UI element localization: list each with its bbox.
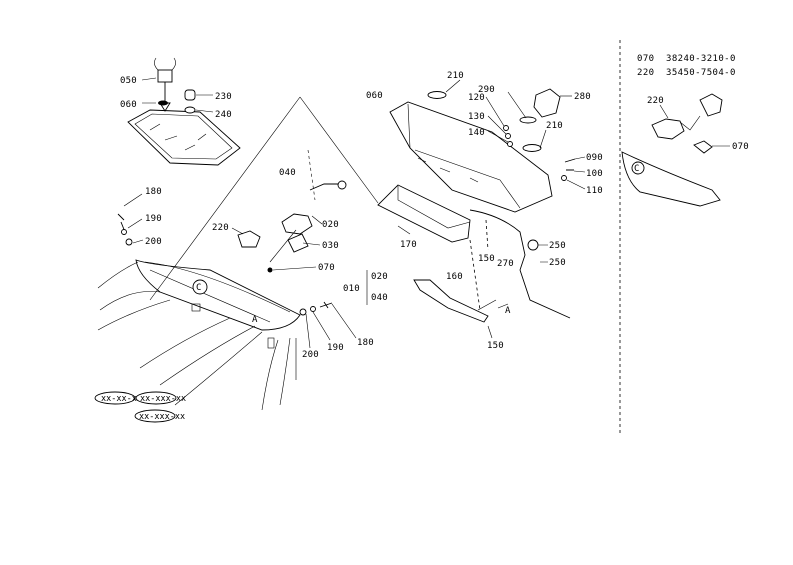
callout-230: 230 <box>215 92 232 102</box>
callout-270: 270 <box>497 259 514 269</box>
legend-partno-2: 35450-7504-0 <box>666 68 736 78</box>
inset-switch <box>699 93 723 117</box>
cable-250 <box>519 269 571 319</box>
callout-210-a: 210 <box>447 71 464 81</box>
upper-panel-group: 060 210 290 280 120 130 140 210 090 100 … <box>366 71 603 351</box>
callout-060-b: 060 <box>366 91 383 101</box>
switch-body <box>157 69 173 83</box>
callout-190-right: 190 <box>327 343 344 353</box>
legend-partno-1: 38240-3210-0 <box>666 54 736 64</box>
nut-200-left <box>125 238 133 246</box>
legend-ref-1: 070 <box>637 54 654 64</box>
callout-200-right: 200 <box>302 350 319 360</box>
small-panel <box>127 109 241 166</box>
decal-3 <box>134 409 176 423</box>
inset-screw-070 <box>693 140 713 154</box>
callout-190-left: 190 <box>145 214 162 224</box>
callout-a-left: A <box>252 315 258 325</box>
meter-280 <box>533 88 561 118</box>
callout-220-b: 220 <box>647 96 664 106</box>
callout-130: 130 <box>468 112 485 122</box>
key-switch-hole <box>192 279 208 295</box>
callout-150-a: 150 <box>478 254 495 264</box>
washer-210-b <box>522 144 542 152</box>
callout-040-sub: 040 <box>371 293 388 303</box>
callout-a-right: A <box>505 306 511 316</box>
parts-legend: 070 38240-3210-0 220 35450-7504-0 <box>637 54 736 78</box>
washer-240 <box>184 106 196 114</box>
bracket-170 <box>377 184 471 243</box>
main-left-panel-group: C 180 190 200 <box>97 96 388 411</box>
svg-text:xx-xx-xx: xx-xx-xx <box>101 394 142 404</box>
callout-250-a: 250 <box>549 241 566 251</box>
nut-200-right <box>299 308 307 316</box>
inset-group: C 220 070 <box>621 93 749 207</box>
callout-120: 120 <box>468 93 485 103</box>
washer-190-right <box>310 306 316 312</box>
legend-ref-2: 220 <box>637 68 654 78</box>
callout-280: 280 <box>574 92 591 102</box>
bracket-220 <box>237 230 261 248</box>
meter-panel-060 <box>389 101 553 213</box>
callout-200-left: 200 <box>145 237 162 247</box>
callout-070-b: 070 <box>732 142 749 152</box>
callout-060: 060 <box>120 100 137 110</box>
dash-panel <box>135 259 301 331</box>
callout-010: 010 <box>343 284 360 294</box>
callout-220: 220 <box>212 223 229 233</box>
washer-190-left <box>121 229 127 235</box>
callout-050: 050 <box>120 76 137 86</box>
nut-290 <box>519 116 537 124</box>
callout-210-b: 210 <box>546 121 563 131</box>
callout-090: 090 <box>586 153 603 163</box>
knob-230 <box>184 89 196 101</box>
callout-180-right: 180 <box>357 338 374 348</box>
callout-140: 140 <box>468 128 485 138</box>
cable-270 <box>469 209 526 271</box>
svg-text:xx-xxx-xx: xx-xxx-xx <box>139 412 185 422</box>
switch-body-030 <box>287 233 309 253</box>
callout-100: 100 <box>586 169 603 179</box>
callout-170: 170 <box>400 240 417 250</box>
inset-panel <box>621 151 721 207</box>
inset-switch-hole <box>631 161 645 175</box>
callout-020: 020 <box>322 220 339 230</box>
screw-070 <box>267 267 273 273</box>
key-040 <box>309 183 338 191</box>
callout-240: 240 <box>215 110 232 120</box>
ignition-switch-020 <box>281 213 313 235</box>
callout-070: 070 <box>318 263 335 273</box>
svg-text:xx-xxx-xx: xx-xxx-xx <box>140 394 186 404</box>
callout-110: 110 <box>586 186 603 196</box>
inset-bracket-220 <box>651 118 685 140</box>
callout-040: 040 <box>279 168 296 178</box>
decal-2 <box>135 391 177 405</box>
callout-180-left: 180 <box>145 187 162 197</box>
callout-030: 030 <box>322 241 339 251</box>
svg-text:C: C <box>196 283 202 293</box>
decal-group: xx-xx-xx xx-xxx-xx xx-xxx-xx <box>94 391 186 423</box>
washer-210 <box>427 91 447 99</box>
callout-160: 160 <box>446 272 463 282</box>
nut-060 <box>158 100 168 106</box>
lever-160 <box>413 279 489 323</box>
callout-150-b: 150 <box>487 341 504 351</box>
callout-290: 290 <box>478 85 495 95</box>
decal-1 <box>94 391 136 405</box>
screw-180-right <box>319 301 333 309</box>
top-left-panel-group: 050 060 230 240 <box>120 57 241 166</box>
svg-text:C: C <box>634 164 640 174</box>
callout-250-b: 250 <box>549 258 566 268</box>
clamp-250 <box>527 239 539 251</box>
callout-020-sub: 020 <box>371 272 388 282</box>
